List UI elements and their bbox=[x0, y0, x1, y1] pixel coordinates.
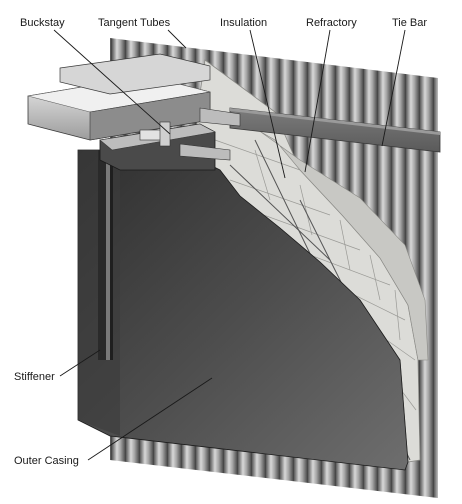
tangent-tubes-leader bbox=[167, 29, 187, 49]
label-refractory: Refractory bbox=[306, 17, 357, 29]
label-tangent-tubes: Tangent Tubes bbox=[98, 17, 171, 29]
buckstay bbox=[27, 53, 241, 171]
label-stiffener: Stiffener bbox=[14, 371, 55, 383]
outer-casing-leader bbox=[87, 377, 213, 461]
buckstay-leader bbox=[53, 29, 171, 135]
label-tie-bar: Tie Bar bbox=[392, 17, 427, 29]
label-insulation: Insulation bbox=[220, 17, 267, 29]
labels: Buckstay Tangent Tubes Insulation Refrac… bbox=[14, 17, 427, 467]
stiffener-leader bbox=[59, 349, 101, 377]
insulation-leader bbox=[249, 29, 286, 179]
tie-bar-leader bbox=[381, 29, 406, 147]
label-buckstay: Buckstay bbox=[20, 17, 65, 29]
stiffener bbox=[98, 150, 113, 360]
leader-lines bbox=[53, 29, 406, 461]
label-outer-casing: Outer Casing bbox=[14, 455, 79, 467]
refractory-leader bbox=[304, 29, 331, 173]
